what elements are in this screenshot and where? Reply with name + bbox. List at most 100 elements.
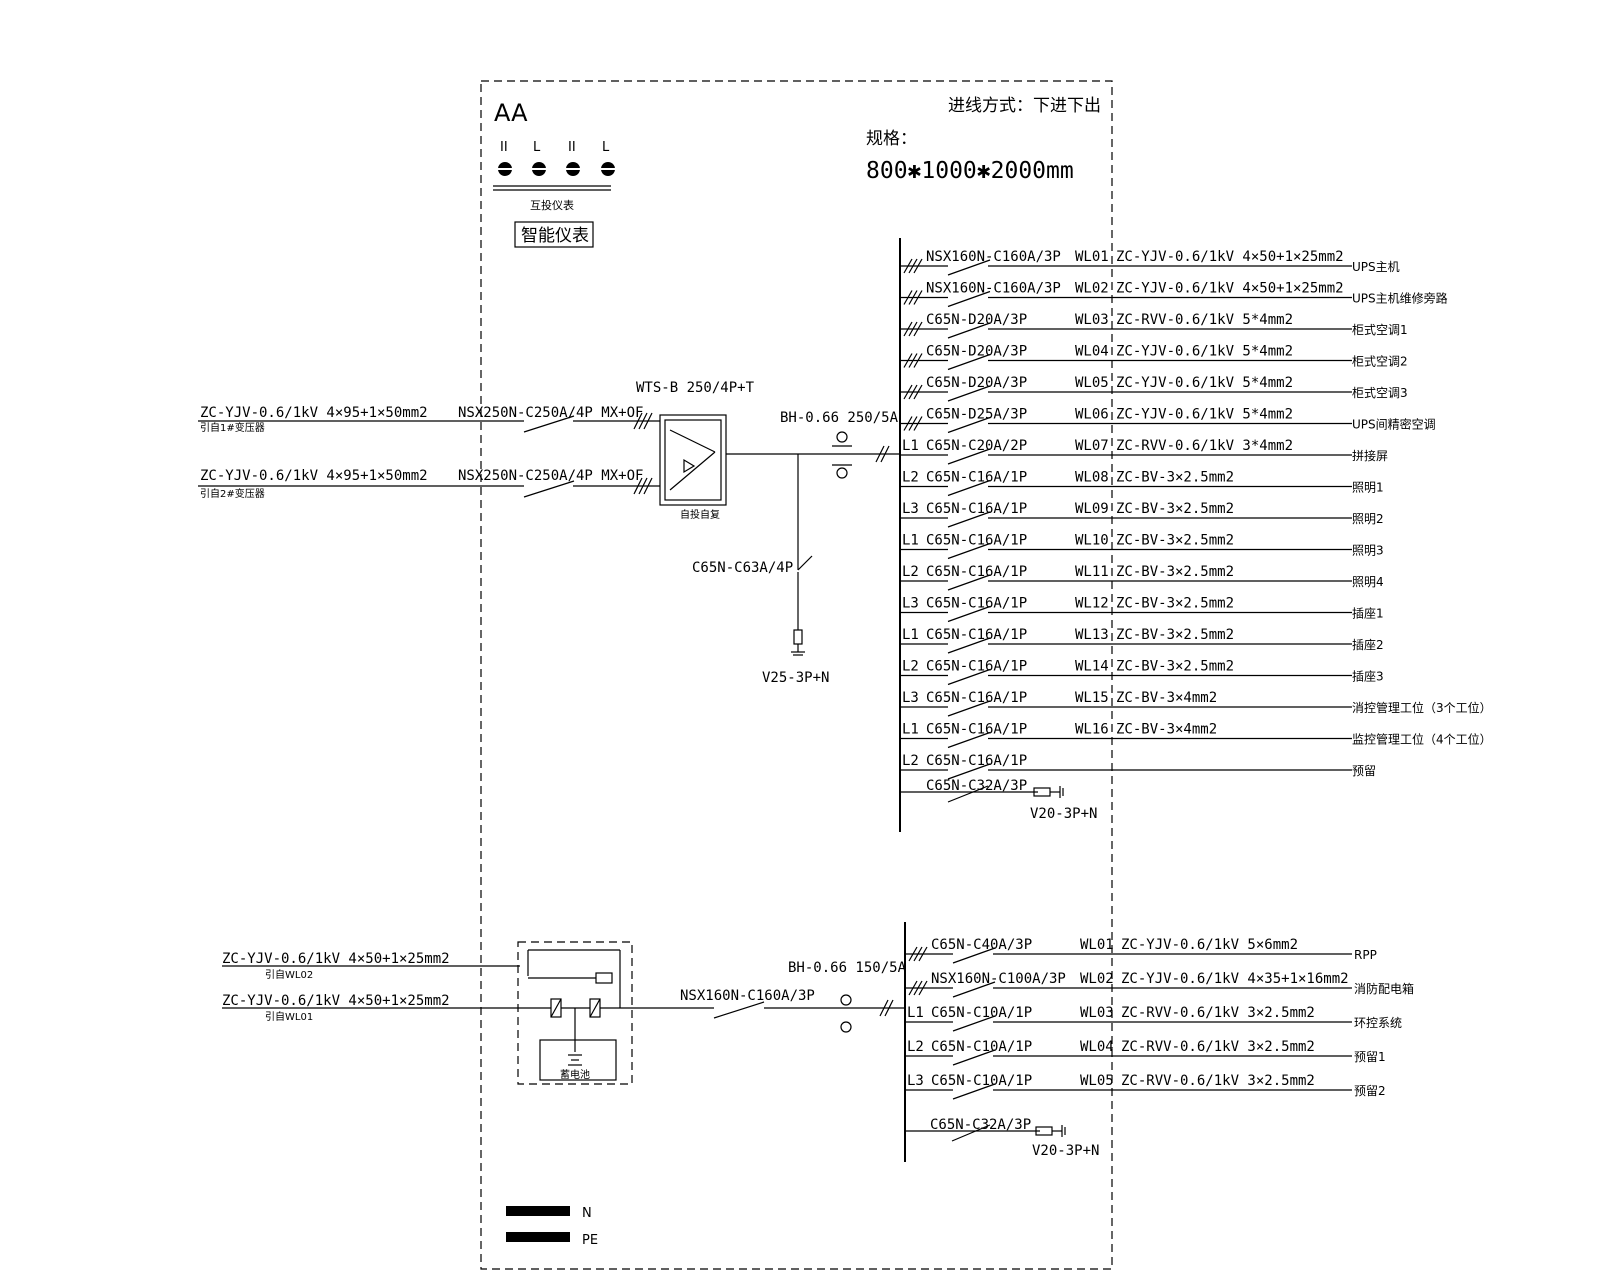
feeder-load: 预留2: [1354, 1084, 1386, 1098]
feeder-load: 柜式空调2: [1352, 355, 1408, 369]
feeder-load: 拼接屏: [1352, 448, 1388, 463]
feeder-breaker: C65N-C10A/1P: [931, 1073, 1032, 1089]
spec-value: 800✱1000✱2000mm: [866, 158, 1074, 184]
feeder-cable: ZC-RVV-0.6/1kV 3×2.5mm2: [1121, 1039, 1315, 1055]
meter-icon: [564, 162, 582, 176]
feeder-phase: L1: [902, 533, 919, 549]
feeder-circuit-id: WL16: [1075, 722, 1109, 738]
feeder-breaker-switch: [952, 981, 996, 998]
feeder-breaker: C65N-C16A/1P: [926, 690, 1027, 706]
ats-model: WTS-B 250/4P+T: [636, 380, 755, 396]
feeder-cable: ZC-RVV-0.6/1kV 3*4mm2: [1116, 438, 1293, 454]
feeder-cable: ZC-RVV-0.6/1kV 3×2.5mm2: [1121, 1073, 1315, 1089]
feeder-breaker-switch: [947, 353, 991, 371]
incomer-breaker-label: NSX250N-C250A/4P MX+OF: [458, 405, 643, 421]
feeder-breaker-switch: [947, 574, 991, 591]
feeder-breaker-switch: [947, 290, 991, 308]
feeder-breaker-switch: [952, 1083, 996, 1100]
spd-label: V25-3P+N: [762, 670, 829, 686]
feeder-load: 照明2: [1352, 512, 1384, 526]
lower-feeder-row: NSX160N-C100A/3P WL02 ZC-YJV-0.6/1kV 4×35+…: [905, 971, 1414, 998]
meter-icon: [599, 162, 617, 176]
feeder-circuit-id: WL07: [1075, 438, 1109, 454]
feeder-load: 消控管理工位（3个工位）: [1352, 700, 1492, 715]
feeder-phase: L2: [907, 1039, 924, 1055]
feeder-load: UPS主机维修旁路: [1352, 291, 1448, 306]
feeder-load: 消防配电箱: [1354, 981, 1414, 996]
feeder-cable: ZC-BV-3×4mm2: [1116, 690, 1217, 706]
feeder-cable: ZC-BV-3×4mm2: [1116, 722, 1217, 738]
feeder-cable: ZC-BV-3×2.5mm2: [1116, 533, 1234, 549]
ups-module-box: [517, 941, 633, 1085]
feeder-circuit-id: WL06: [1075, 407, 1109, 423]
feeder-breaker: C65N-C16A/1P: [926, 722, 1027, 738]
feeder-circuit-id: WL12: [1075, 596, 1109, 612]
feeder-cable: ZC-BV-3×2.5mm2: [1116, 659, 1234, 675]
ct-icon: [836, 431, 848, 443]
feeder-load: 照明4: [1352, 575, 1384, 589]
meter-icon: [530, 162, 548, 176]
feeder-breaker: NSX160N-C100A/3P: [931, 971, 1066, 987]
incomer-cable: ZC-YJV-0.6/1kV 4×95+1×50mm2: [200, 468, 428, 484]
feeder-breaker: C65N-C16A/1P: [926, 627, 1027, 643]
feeder-breaker: C65N-C20A/2P: [926, 438, 1027, 454]
meter-label: L: [602, 140, 610, 155]
feeder-phase: L2: [902, 753, 919, 769]
upper-feeder-row: L1 C65N-C20A/2P WL07 ZC-RVV-0.6/1kV 3*4mm2 拼…: [900, 438, 1388, 465]
feeder-breaker-switch: [947, 700, 991, 717]
feeder-cable: ZC-YJV-0.6/1kV 4×35+1×16mm2: [1121, 971, 1349, 987]
ats-box: [659, 414, 727, 506]
feeder-breaker-switch: [947, 637, 991, 654]
meter-caption: 互投仪表: [530, 198, 574, 212]
feeder-phase: L3: [907, 1073, 924, 1089]
meter-label: II: [568, 140, 576, 155]
feeder-breaker-switch: [947, 511, 991, 528]
feeder-phase: L3: [902, 690, 919, 706]
feeder-load: 预留1: [1354, 1050, 1386, 1064]
feeder-circuit-id: WL13: [1075, 627, 1109, 643]
meter-group: II L II L 互投仪表 智能仪表: [493, 140, 617, 248]
feeder-phase: L2: [902, 659, 919, 675]
feeder-circuit-id: WL03: [1080, 1005, 1114, 1021]
feeder-breaker: C65N-D20A/3P: [926, 344, 1027, 360]
feeder-phase: L3: [902, 596, 919, 612]
feeder-breaker-switch: [947, 259, 991, 276]
feeder-load: 插座2: [1352, 637, 1384, 652]
ct-icon: [836, 467, 848, 479]
ats-caption: 自投自复: [680, 508, 720, 521]
feeder-breaker-switch: [947, 542, 991, 560]
feeder-breaker: C65N-C40A/3P: [931, 937, 1032, 953]
spd-icon: [793, 629, 803, 645]
spd-feeder-breaker: C65N-C32A/3P: [926, 778, 1027, 794]
ct-icon: [840, 994, 852, 1006]
ct-icon: [840, 1021, 852, 1033]
lower-incomer-cable: ZC-YJV-0.6/1kV 4×50+1×25mm2: [222, 951, 450, 967]
lower-incomer-cable: ZC-YJV-0.6/1kV 4×50+1×25mm2: [222, 993, 450, 1009]
feeder-circuit-id: WL05: [1080, 1073, 1114, 1089]
feeder-breaker: C65N-C16A/1P: [926, 564, 1027, 580]
incomer-source: 引自2#变压器: [200, 487, 265, 500]
feeder-cable: ZC-YJV-0.6/1kV 4×50+1×25mm2: [1116, 249, 1344, 265]
feeder-breaker: NSX160N-C160A/3P: [926, 249, 1061, 265]
incomer-source: 引自1#变压器: [200, 421, 265, 434]
feeder-breaker-switch: [952, 1049, 996, 1066]
legend-n-label: N: [582, 1206, 592, 1221]
legend-n-swatch: [506, 1206, 570, 1216]
feeder-phase: L1: [902, 438, 919, 454]
feeder-circuit-id: WL02: [1080, 971, 1114, 987]
spd-breaker-label: C65N-C63A/4P: [692, 560, 793, 576]
feeder-circuit-id: WL08: [1075, 470, 1109, 486]
feeder-circuit-id: WL10: [1075, 533, 1109, 549]
